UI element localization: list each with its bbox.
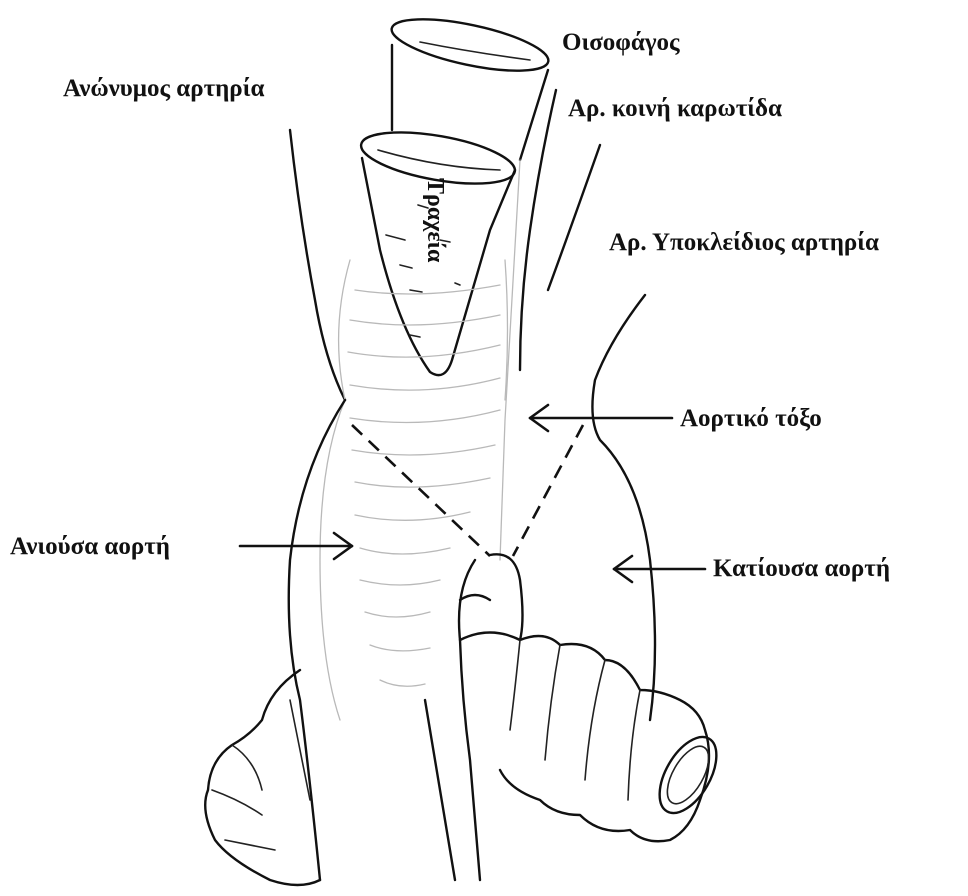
- label-ascending-aorta: Ανιούσα αορτή: [10, 534, 170, 559]
- arch-dashed-right: [513, 425, 583, 556]
- descending-aorta-arrow: [614, 556, 705, 582]
- left-common-carotid-line: [520, 90, 556, 370]
- ascending-aorta-drawing: [320, 260, 508, 720]
- label-left-subclavian: Αρ. Υποκλείδιος αρτηρία: [609, 230, 879, 255]
- aortic-root-drawing: [205, 670, 320, 885]
- label-innominate-artery: Ανώνυμος αρτηρία: [63, 76, 264, 101]
- label-trachea: Τραχεία: [423, 178, 447, 262]
- aortic-arch-arrow: [530, 405, 672, 431]
- oesophagus-drawing: [388, 9, 553, 560]
- ascending-aorta-arrow: [240, 533, 352, 559]
- innominate-artery-line: [290, 130, 345, 400]
- arch-dashed-left: [352, 425, 490, 556]
- label-left-common-carotid: Αρ. κοινή καρωτίδα: [568, 96, 782, 121]
- descending-aorta-drawing: [459, 554, 728, 880]
- label-oesophagus: Οισοφάγος: [562, 30, 680, 55]
- label-descending-aorta: Κατίουσα αορτή: [713, 556, 890, 581]
- label-aortic-arch: Αορτικό τόξο: [680, 406, 822, 431]
